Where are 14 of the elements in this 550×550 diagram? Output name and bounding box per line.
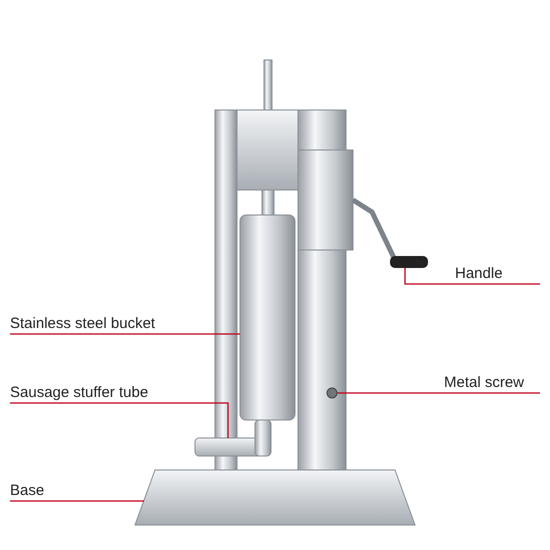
leader-line: [10, 500, 144, 502]
leader-line: [10, 333, 240, 335]
part-label: Metal screw: [444, 373, 524, 393]
part-label: Handle: [455, 264, 503, 284]
stuffer-tube: [194, 420, 272, 456]
leader-line: [10, 402, 229, 438]
base-plate: [134, 470, 416, 526]
part-label: Sausage stuffer tube: [10, 383, 148, 403]
leader-line: [337, 392, 540, 394]
part-label: Base: [10, 481, 44, 501]
leader-line: [404, 268, 540, 285]
steel-bucket: [240, 214, 296, 420]
part-label: Stainless steel bucket: [10, 314, 156, 334]
crank-handle: [352, 198, 428, 268]
